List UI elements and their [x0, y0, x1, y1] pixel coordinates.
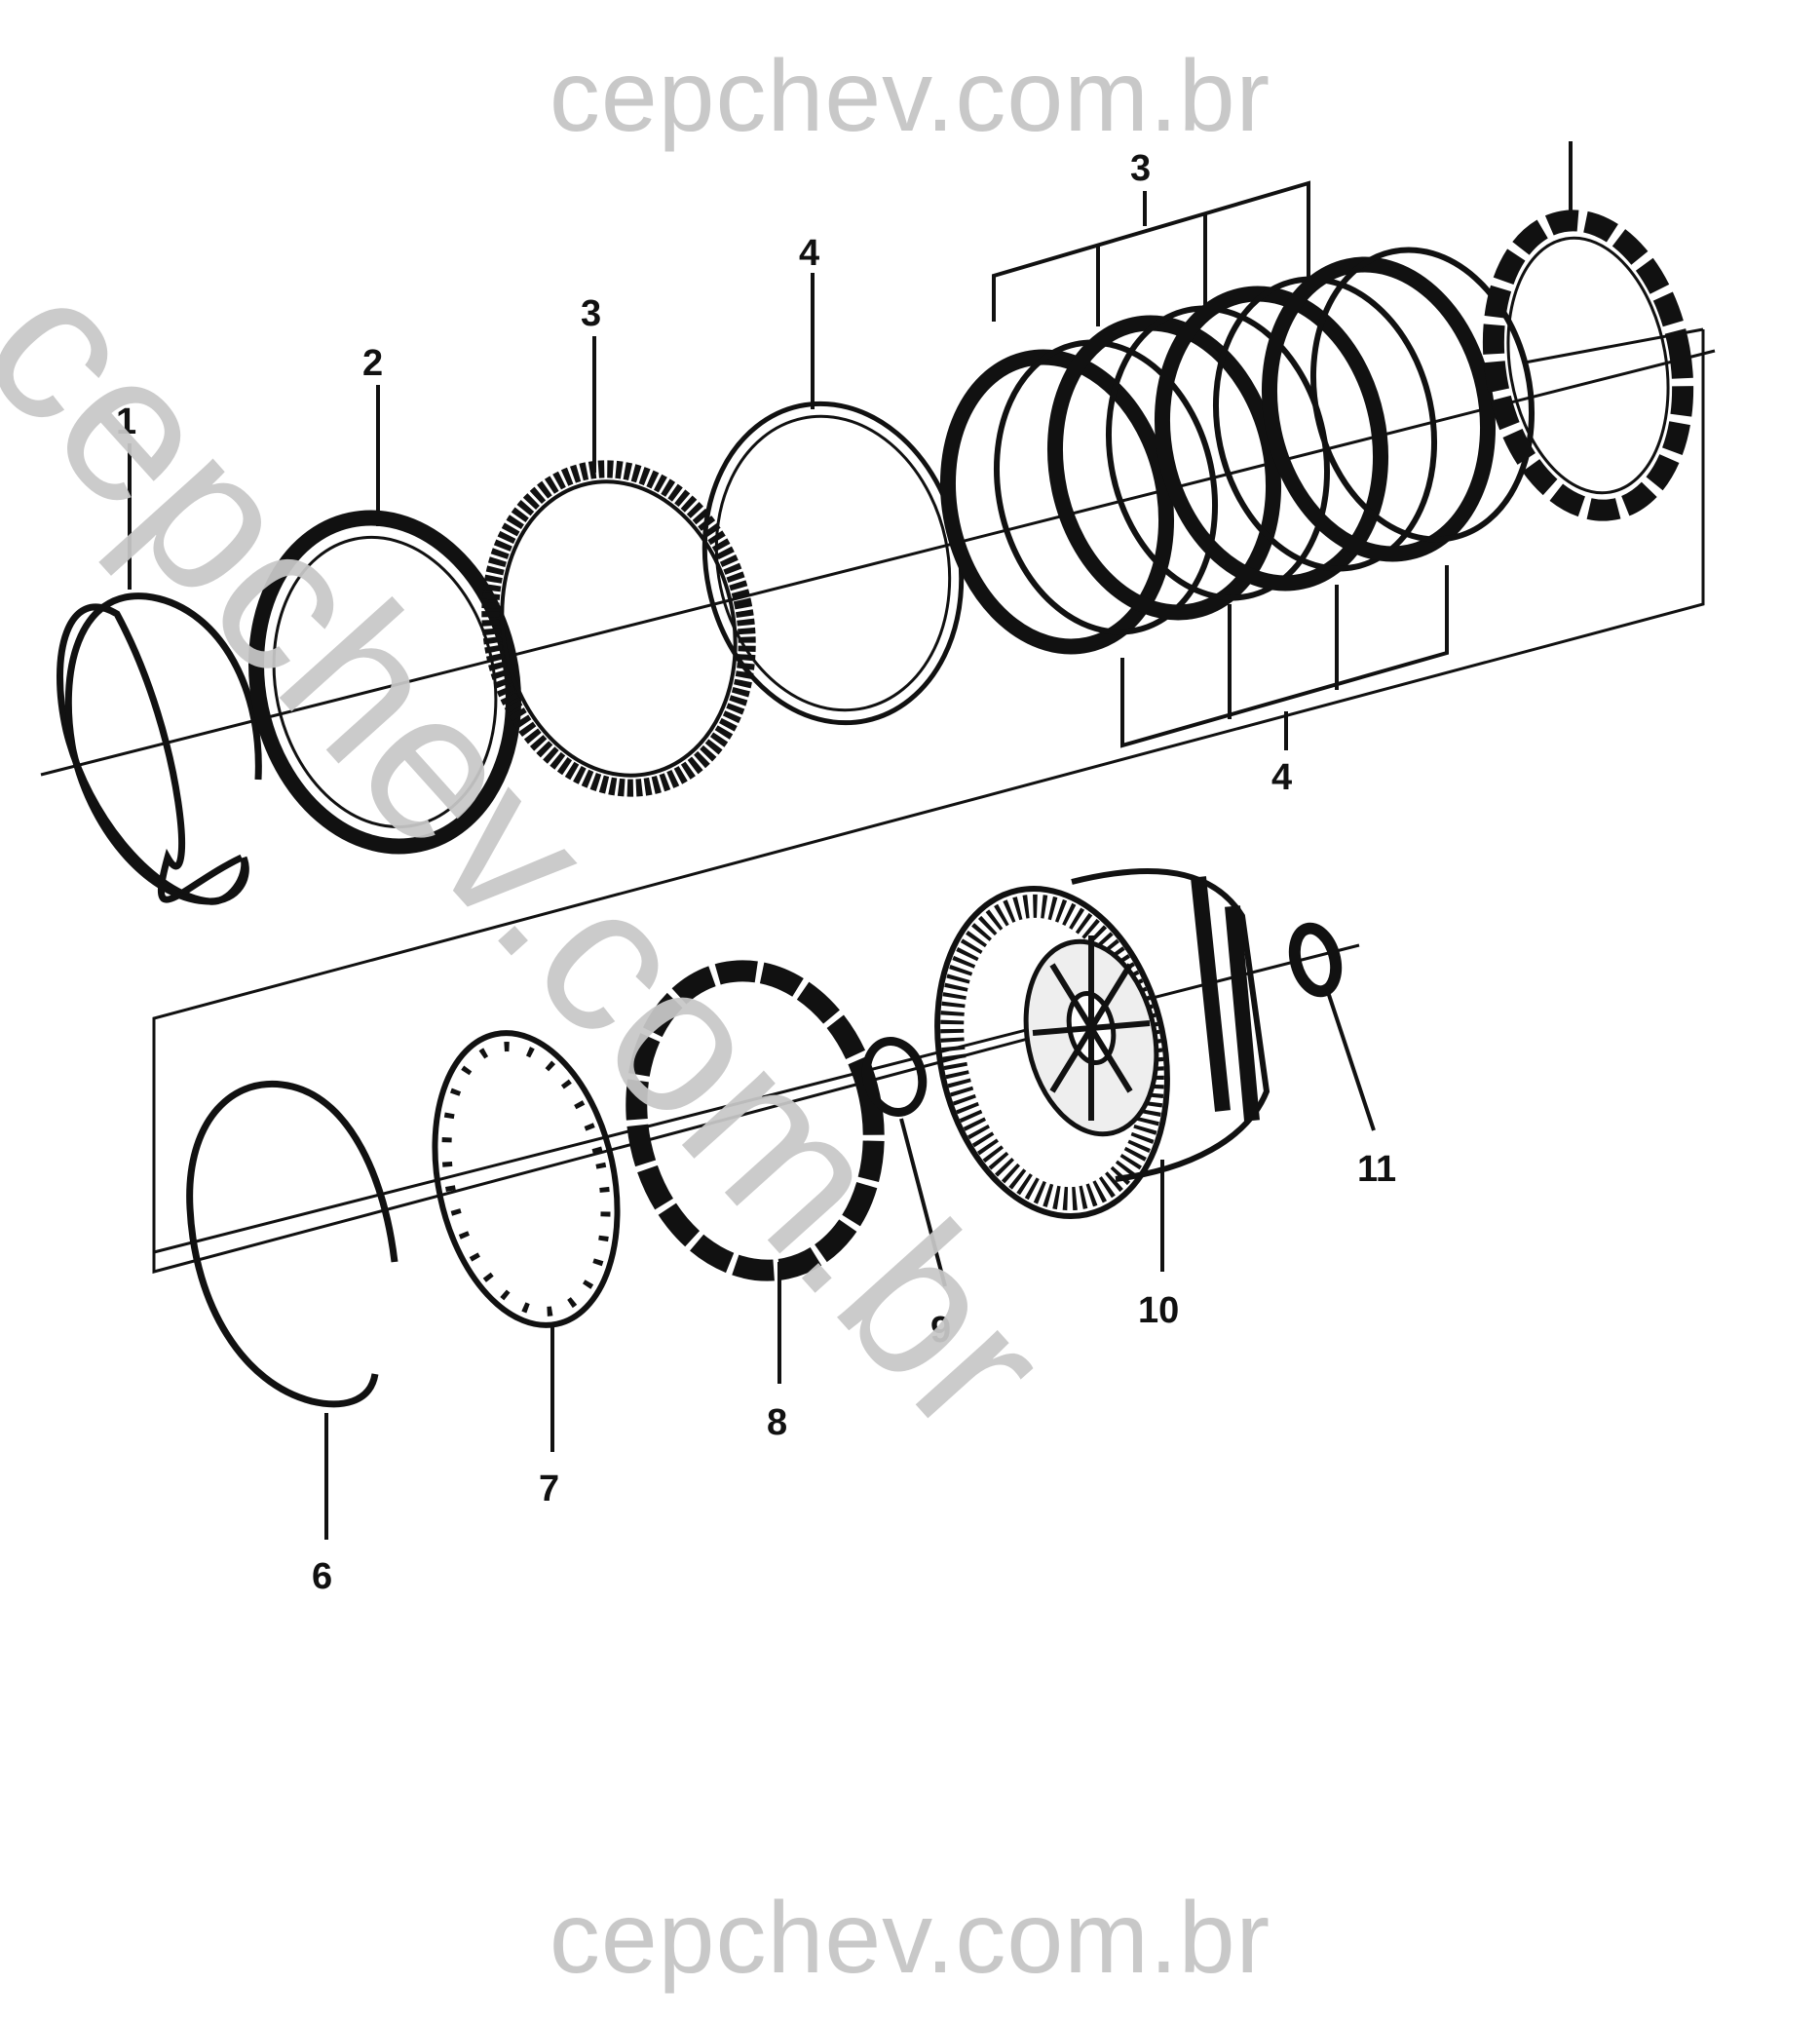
- leader-9: [899, 1118, 947, 1287]
- snap-ring-1-arc: [64, 592, 262, 905]
- callout-11: 11: [1357, 1149, 1396, 1190]
- steel-plate-4-inner: [714, 414, 952, 712]
- callout-6: 6: [312, 1556, 332, 1597]
- callout-10: 10: [1138, 1290, 1179, 1331]
- callout-4-left: 4: [799, 233, 819, 274]
- watermark-bottom: cepchev.com.br: [549, 1882, 1271, 1995]
- clutch-hub-10: [934, 868, 1270, 1219]
- assembly-panel-outline: [152, 329, 1705, 1274]
- center-axis-lower: [153, 943, 1360, 1254]
- callout-3-left: 3: [581, 293, 601, 334]
- callout-1: 1: [116, 401, 136, 442]
- backing-plate-5: [1482, 210, 1694, 521]
- callout-3-top: 3: [1130, 148, 1151, 189]
- snap-ring-6: [186, 1080, 398, 1408]
- leader-11: [1325, 988, 1376, 1131]
- watermark-top: cepchev.com.br: [549, 40, 1271, 153]
- bracket-3-top: [992, 180, 1310, 326]
- friction-plate-3: [481, 460, 756, 797]
- backing-plate-5-inner: [1506, 236, 1670, 495]
- callout-7: 7: [539, 1469, 559, 1509]
- thrust-washer-9: [861, 1037, 928, 1117]
- bracket-4-bottom: [1120, 565, 1449, 750]
- wave-spring-7: [432, 1030, 621, 1328]
- wave-spring-7-inner: [441, 1042, 611, 1317]
- callout-4-bottom: 4: [1271, 757, 1292, 798]
- thrust-bearing-11: [1288, 922, 1343, 998]
- callout-9: 9: [930, 1310, 951, 1351]
- callout-2: 2: [362, 343, 383, 384]
- callout-8: 8: [767, 1402, 787, 1443]
- clutch-pack-stack: [939, 247, 1536, 655]
- friction-plate-3-edge: [500, 479, 738, 778]
